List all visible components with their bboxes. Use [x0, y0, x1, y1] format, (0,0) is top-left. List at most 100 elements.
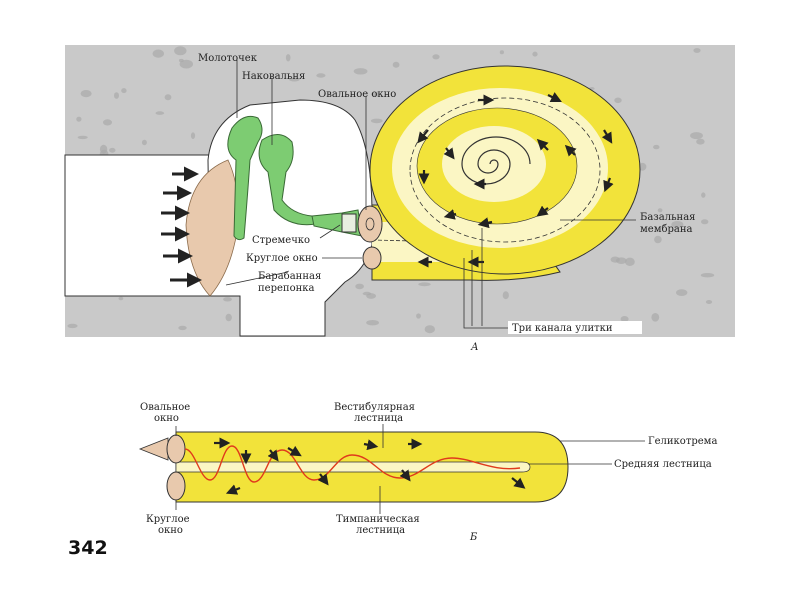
round-window — [362, 246, 382, 270]
fluid-arrows-b — [214, 437, 526, 495]
bone-spot — [693, 48, 701, 53]
fluid-arrow — [443, 209, 457, 220]
cochlea-fluid-arrows — [417, 92, 614, 268]
label-round-window-b-1: Круглое — [146, 514, 190, 525]
label-oval-window-b-1: Овальное — [140, 402, 190, 413]
stapes-footplate — [341, 213, 357, 233]
bone-spot — [178, 325, 187, 331]
bone-spot — [671, 221, 684, 229]
caption-b: Б — [469, 532, 478, 543]
bone-spot — [316, 73, 326, 78]
page-number: 342 — [68, 537, 108, 559]
label-middle-scala: Средняя лестница — [614, 459, 712, 470]
label-oval-window-b-2: окно — [154, 413, 179, 424]
fluid-arrow — [536, 205, 549, 217]
bone-spot — [620, 316, 629, 322]
bone-spot — [424, 325, 435, 334]
bone-spot — [285, 54, 291, 62]
fluid-arrow — [317, 473, 329, 486]
fluid-arrow — [547, 92, 562, 102]
label-bg-three-canals — [508, 321, 642, 334]
bone-spot — [223, 297, 232, 302]
label-tympanic-2: лестница — [356, 525, 405, 536]
bone-spot — [705, 300, 713, 304]
bone-spot — [654, 235, 662, 244]
bone-spot — [80, 90, 92, 98]
incus — [258, 134, 317, 226]
label-tympanic-1: Тимпаническая — [336, 514, 420, 525]
bone-spot — [152, 49, 164, 58]
label-vestibular-2: лестница — [354, 413, 403, 424]
bone-spot — [416, 313, 421, 319]
bone-spot — [362, 291, 372, 296]
bone-spot — [355, 283, 364, 290]
label-stapes: Стремечко — [252, 235, 310, 246]
fluid-arrow — [287, 445, 302, 457]
label-eardrum-1: Барабанная — [258, 271, 321, 282]
fluid-wave — [184, 445, 521, 483]
fluid-arrow — [536, 138, 549, 151]
caption-a: А — [470, 342, 479, 353]
diagram-a: Молоточек Наковальня Овальное окно Стрем… — [64, 45, 735, 353]
bone-spot — [67, 323, 78, 329]
bone-spot — [690, 132, 703, 140]
bone-spot — [76, 116, 82, 122]
label-round-window-b-2: окно — [158, 525, 183, 536]
diagram-b: Овальное окно Вестибулярная лестница Гел… — [138, 402, 717, 543]
fluid-arrow — [399, 469, 411, 482]
round-window-b — [166, 471, 186, 501]
bone-spot — [614, 97, 622, 104]
bone-spot — [109, 147, 116, 153]
leader-lines-b — [175, 424, 645, 514]
cochlea-spiral-dash — [409, 97, 601, 243]
bone-spot — [532, 51, 538, 57]
label-eardrum-2: перепонка — [258, 283, 315, 294]
bone-spot — [392, 61, 400, 68]
bone-spot — [118, 296, 124, 301]
bone-spot — [155, 111, 165, 115]
fluid-arrow — [477, 217, 493, 229]
label-incus: Наковальня — [242, 71, 305, 82]
bone-spot — [676, 289, 688, 296]
label-malleus: Молоточек — [198, 53, 258, 64]
bone-spot — [432, 54, 440, 60]
fluid-arrow — [267, 449, 279, 462]
bone-spot — [77, 135, 88, 140]
fluid-arrow — [603, 177, 614, 193]
fluid-arrow — [564, 144, 577, 157]
bone-spot — [638, 162, 647, 171]
bone-spot — [701, 219, 709, 225]
oval-window-b — [166, 434, 186, 464]
label-basilar-2: мембрана — [640, 224, 693, 235]
bone-spot — [370, 118, 383, 124]
oval-window-center — [365, 217, 375, 231]
label-oval-window: Овальное окно — [318, 89, 396, 100]
bone-spot — [99, 144, 108, 154]
bone-spot — [653, 144, 660, 150]
scala-media — [175, 461, 531, 473]
label-round-window: Круглое окно — [246, 253, 318, 264]
bone-spot — [499, 50, 504, 55]
bone-spot — [141, 139, 147, 146]
fluid-arrow — [511, 477, 526, 489]
bone-spot — [696, 138, 705, 145]
malleus — [227, 115, 263, 241]
bone-spot — [190, 132, 196, 139]
fluid-arrow — [225, 484, 241, 495]
bone-spot — [701, 192, 706, 198]
stapes-cone — [138, 437, 169, 461]
bone-spot — [121, 88, 127, 94]
bone-spot — [657, 208, 663, 213]
bone-spot — [366, 320, 379, 326]
label-basilar-1: Базальная — [640, 212, 695, 223]
bone-spot — [225, 313, 232, 322]
fluid-arrow — [601, 129, 613, 144]
bone-spot — [700, 273, 715, 278]
label-vestibular-1: Вестибулярная — [334, 402, 415, 413]
bone-spot — [502, 291, 509, 300]
bone-spot — [164, 94, 172, 101]
label-three-canals: Три канала улитки — [512, 323, 613, 334]
bone-spot — [114, 92, 119, 99]
leader-lines-a — [225, 60, 636, 329]
